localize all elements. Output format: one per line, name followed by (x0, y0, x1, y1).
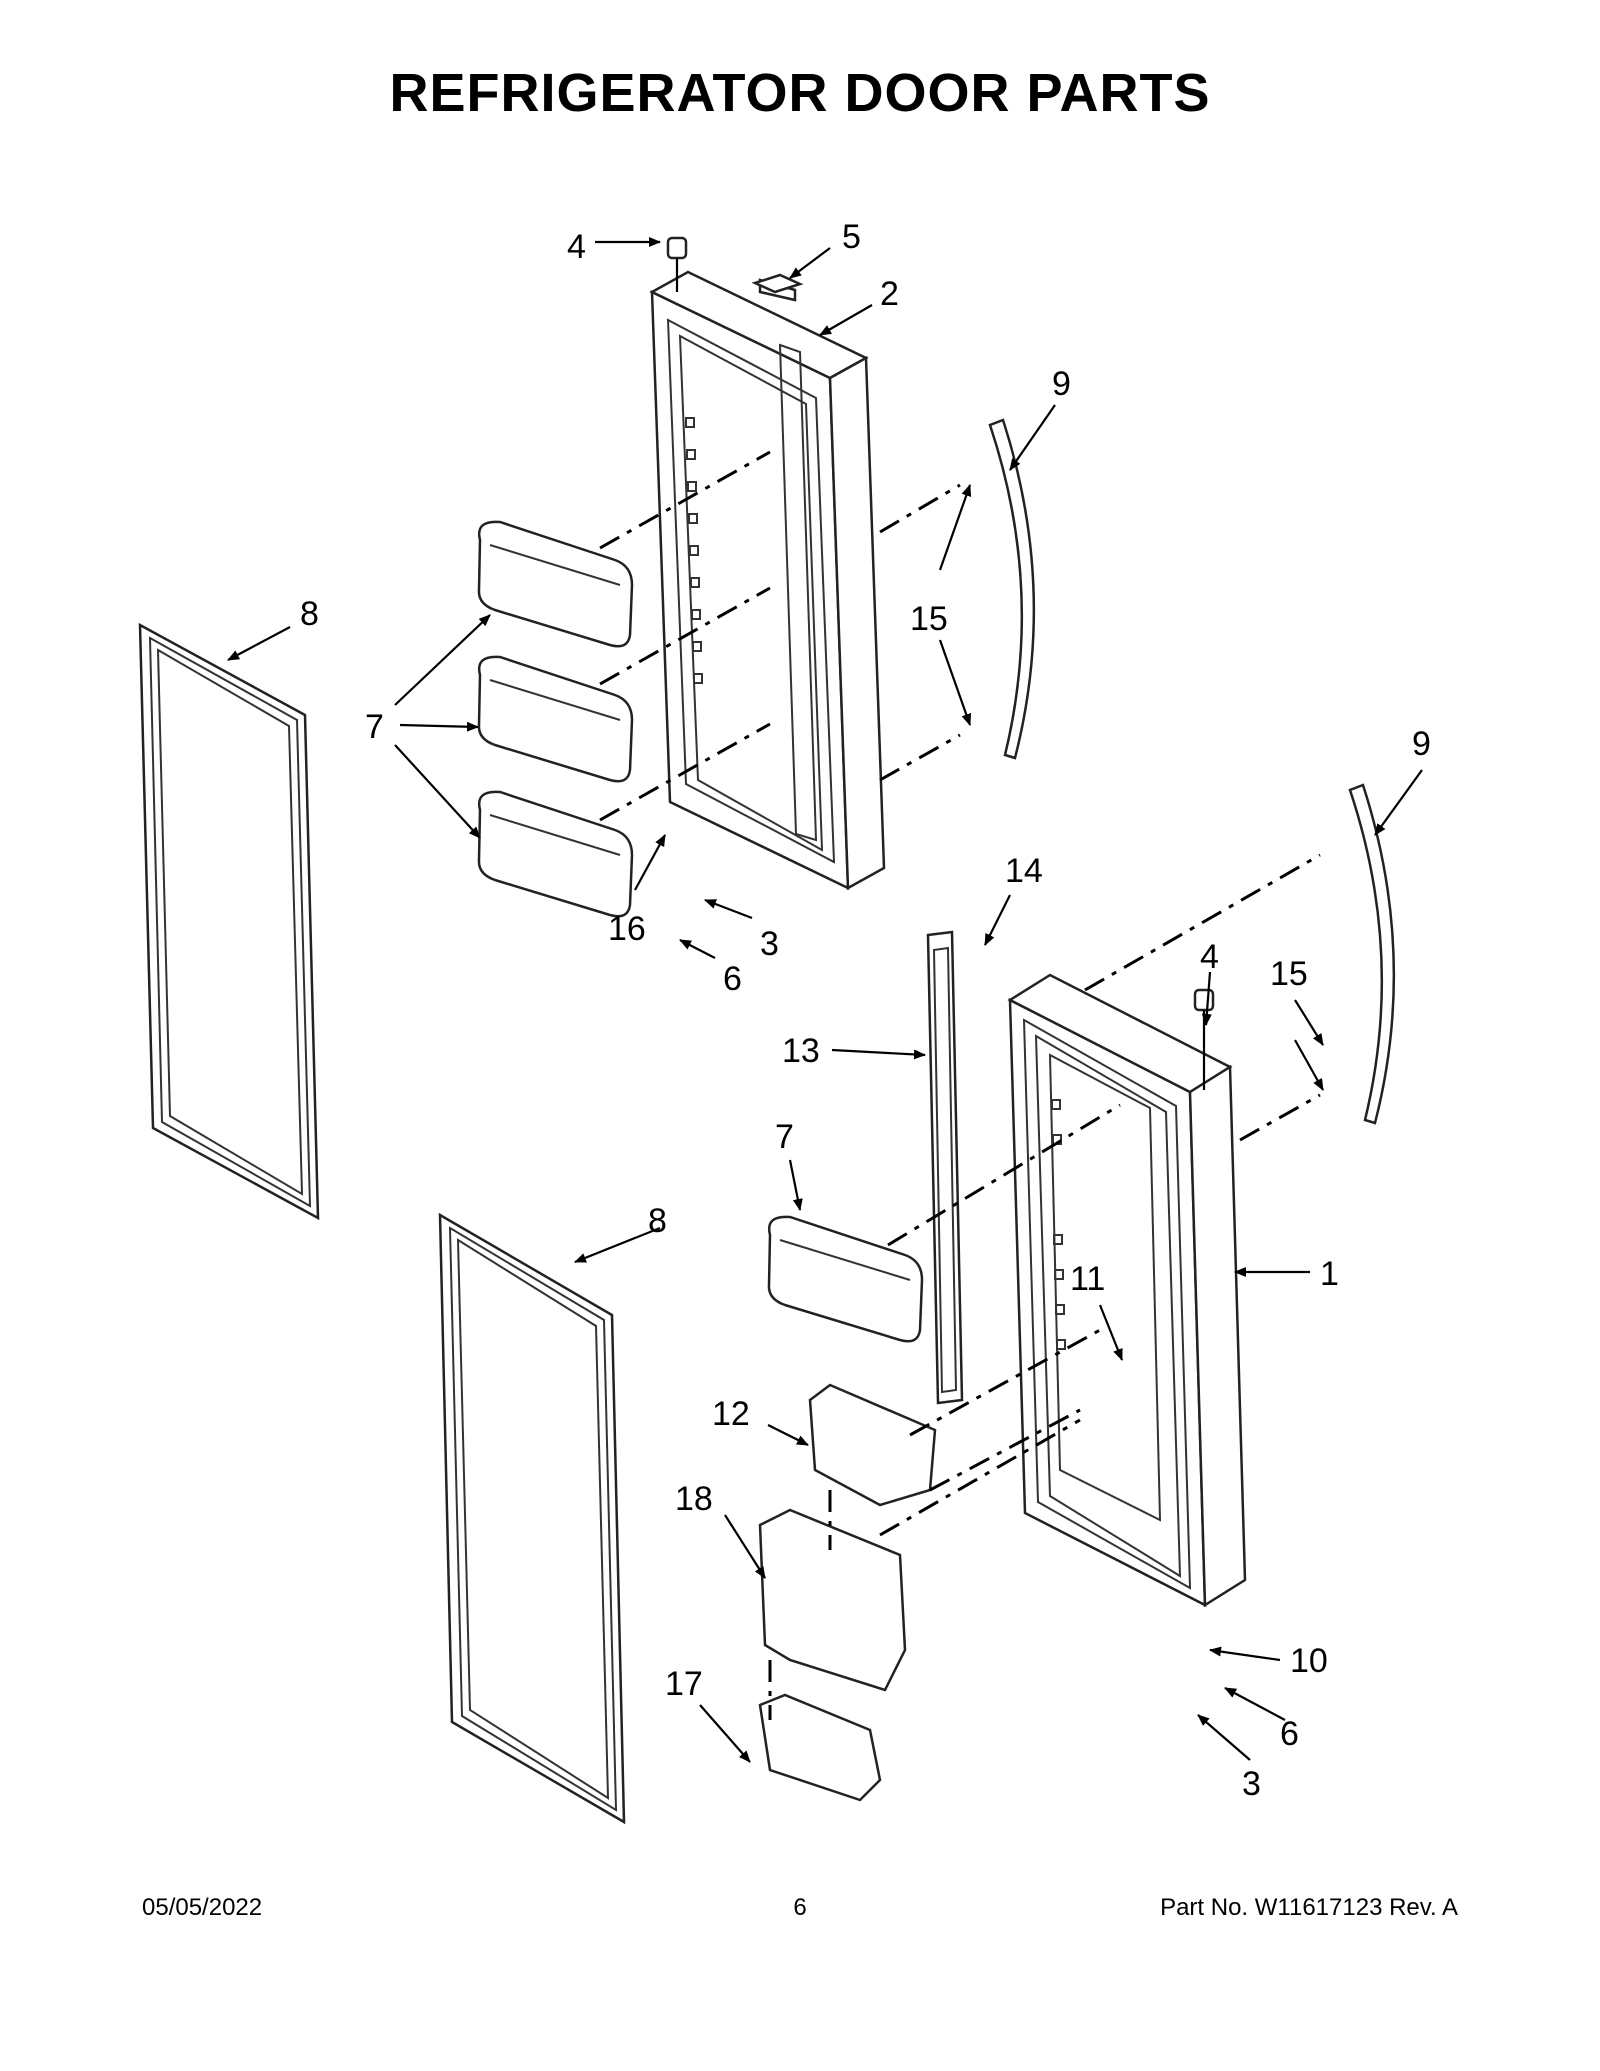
callout-18: 18 (675, 1480, 713, 1518)
callout-3-lower: 3 (1242, 1765, 1261, 1803)
callout-15-upper: 15 (910, 600, 948, 638)
callout-17: 17 (665, 1665, 703, 1703)
callout-8-lower: 8 (648, 1202, 667, 1240)
callout-5: 5 (842, 218, 861, 256)
assembly-lines (599, 450, 1321, 1720)
callout-7-left: 7 (365, 708, 384, 746)
callout-13: 13 (782, 1032, 820, 1070)
callout-14: 14 (1005, 852, 1043, 890)
callout-9-upper: 9 (1052, 365, 1071, 403)
callout-15-lower: 15 (1270, 955, 1308, 993)
door-bin-bottom-left (477, 790, 634, 918)
door-handle-upper (988, 418, 1036, 760)
callout-16: 16 (608, 910, 646, 948)
callout-11: 11 (1070, 1260, 1105, 1298)
footer-part-number: Part No. W11617123 Rev. A (1160, 1894, 1458, 1921)
callout-4-top: 4 (567, 228, 586, 266)
callout-4-right: 4 (1200, 938, 1219, 976)
callout-3-upper: 3 (760, 925, 779, 963)
callout-2: 2 (880, 275, 899, 313)
door-top-cover-5 (751, 273, 804, 294)
page-title: REFRIGERATOR DOOR PARTS (389, 63, 1211, 123)
ice-bucket (758, 1693, 882, 1802)
door-bin-middle-left (477, 655, 634, 783)
left-door (649, 270, 886, 891)
callout-arrows (227, 237, 1423, 1763)
ice-bin-cover (808, 1383, 937, 1507)
callout-7-right: 7 (775, 1118, 794, 1156)
door-handle-lower (1348, 783, 1396, 1125)
callout-6-upper: 6 (723, 960, 742, 998)
callout-9-lower: 9 (1412, 725, 1431, 763)
callout-12: 12 (712, 1395, 750, 1433)
door-mullion (926, 930, 964, 1405)
callout-1: 1 (1320, 1255, 1339, 1293)
hinge-pin-top-left (666, 236, 688, 292)
footer-date: 05/05/2022 (142, 1894, 263, 1921)
callout-8-upper: 8 (300, 595, 319, 633)
door-bin-right (767, 1215, 924, 1343)
shelf-notches-left-door (685, 417, 703, 684)
callout-6-lower: 6 (1280, 1715, 1299, 1753)
door-bin-top-left (477, 520, 634, 648)
callout-labels: 4 5 2 9 8 15 7 9 14 16 3 6 4 15 13 7 8 1… (300, 218, 1431, 1803)
dispenser-housing (758, 1508, 907, 1692)
door-gasket-left (138, 622, 320, 1221)
door-gasket-lower (438, 1212, 626, 1825)
footer-page-number: 6 (793, 1894, 807, 1921)
callout-10: 10 (1290, 1642, 1328, 1680)
right-door (1007, 973, 1247, 1608)
